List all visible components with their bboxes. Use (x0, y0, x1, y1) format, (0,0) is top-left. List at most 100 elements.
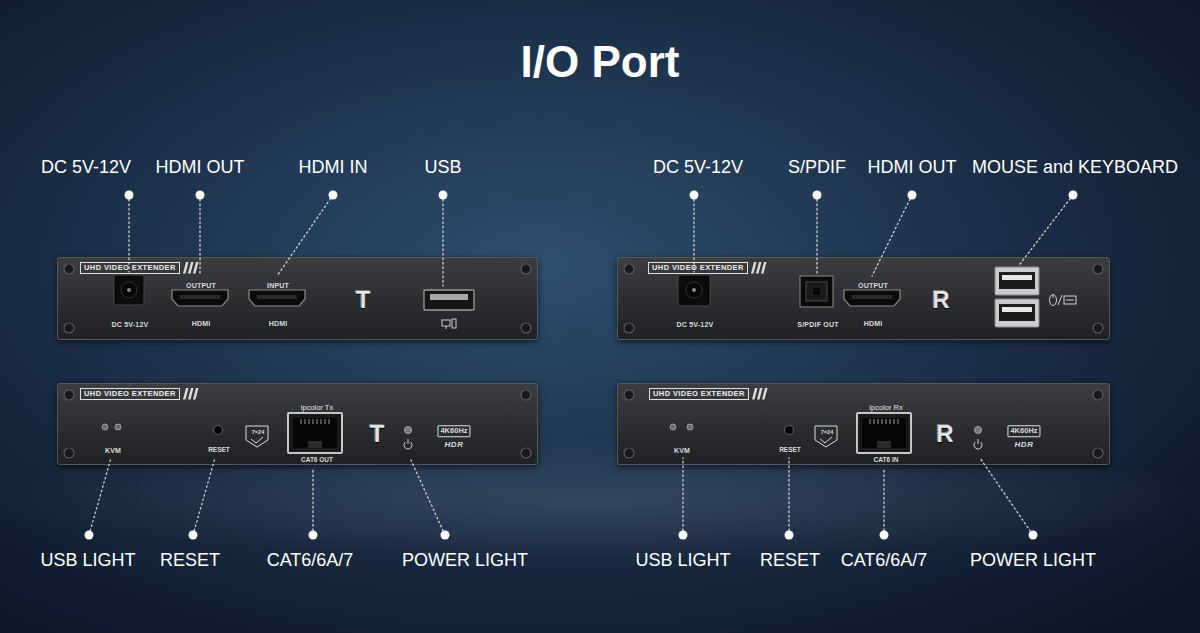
leader-line (1020, 195, 1073, 264)
usb-port-body (995, 267, 1039, 295)
banner-slash (761, 262, 767, 274)
badge-text: 7×24 (252, 430, 264, 436)
brand-banner: UHD VIDEO EXTENDER (648, 262, 748, 274)
unit-letter: R (936, 422, 953, 446)
leader-dot (785, 531, 794, 540)
banner-slash (757, 388, 763, 400)
leader-line (89, 458, 111, 535)
monitor-symbol (442, 320, 450, 326)
tower-symbol (452, 319, 456, 328)
callout-label: S/PDIF (788, 158, 846, 176)
hdmi-port (249, 290, 305, 306)
computer-icon (442, 319, 456, 329)
hdmi-port (172, 290, 228, 306)
callout-label: MOUSE and KEYBOARD (972, 158, 1178, 176)
power-symbol (974, 439, 982, 449)
leader-dot (189, 531, 198, 540)
rj45-hole (862, 418, 906, 448)
leader-line (883, 469, 884, 535)
keyboard-keys (1066, 300, 1074, 301)
led (115, 424, 121, 430)
banner-slash (183, 388, 189, 400)
screw (624, 390, 634, 400)
dc-jack-hole (121, 282, 137, 298)
leader-dot (441, 531, 450, 540)
usb-port (424, 290, 474, 310)
callout-label: HDMI OUT (868, 158, 957, 176)
leader-line (788, 458, 789, 535)
callout-label: USB LIGHT (635, 551, 730, 569)
screw (521, 390, 531, 400)
banner-slash (756, 262, 762, 274)
mouse-symbol (1050, 295, 1057, 306)
banner-slash (193, 262, 199, 274)
spdif-port (800, 276, 833, 307)
leader-dot (690, 191, 699, 200)
screw (624, 323, 634, 333)
banner-slashes (752, 388, 772, 400)
spdif-port-inner (806, 282, 827, 301)
leader-dot (679, 531, 688, 540)
callout-label: USB (424, 158, 461, 176)
hdr-badge: HDR (1015, 441, 1034, 449)
screw (521, 264, 531, 274)
usb-port-tongue (1002, 275, 1032, 280)
leader-line (816, 195, 817, 273)
banner-slashes (751, 262, 771, 274)
power-led (404, 427, 982, 450)
callout-label: CAT6/6A/7 (267, 551, 354, 569)
led (670, 424, 676, 430)
usb-port-slot (999, 272, 1035, 289)
hdr-badge: HDR (445, 441, 464, 449)
unit-letter: T (370, 422, 385, 446)
leader-dot (329, 191, 338, 200)
port-label: DC 5V-12V (677, 321, 714, 328)
screw (1093, 264, 1103, 274)
dc-jack-pin (127, 288, 131, 292)
banner-slash (188, 388, 194, 400)
resolution-badge: 4K60Hz (437, 425, 470, 437)
leader-line (980, 458, 1033, 535)
usb-port-slot (999, 304, 1035, 321)
model-name: ipcolor Tx (301, 404, 333, 412)
usb-port-tongue (1002, 307, 1032, 312)
callout-label: HDMI IN (299, 158, 368, 176)
unit-letter: R (932, 288, 949, 312)
screw (1093, 323, 1103, 333)
leader-line (193, 458, 215, 535)
mouse-button (1053, 295, 1054, 299)
port-label: OUTPUT (186, 282, 216, 289)
port-label: HDMI (192, 320, 211, 327)
hdmi-tongue (180, 295, 892, 299)
leader-dot (439, 191, 448, 200)
led (102, 424, 108, 430)
leader-line (682, 458, 683, 535)
reset-hole (785, 426, 794, 435)
callout-label: DC 5V-12V (653, 158, 743, 176)
dc-jack (114, 275, 144, 305)
rj45-hole (293, 418, 337, 448)
led (405, 427, 412, 434)
usb-port-body (424, 290, 474, 310)
brand-banner: UHD VIDEO EXTENDER (80, 388, 180, 400)
port-label: S/PDIF OUT (797, 321, 838, 328)
leader-dot (908, 191, 917, 200)
dual-usb-port (995, 267, 1039, 327)
dc-jack-body (678, 275, 710, 306)
rj45-latch (877, 441, 891, 448)
callout-label: RESET (760, 551, 820, 569)
leader-line (442, 195, 443, 286)
screw (521, 448, 531, 458)
brand-banner: UHD VIDEO EXTENDER (649, 388, 749, 400)
badge-text: 7×24 (821, 430, 833, 436)
mouse-keyboard-icon (1050, 295, 1077, 306)
port-label: HDMI (269, 320, 288, 327)
screw (64, 264, 74, 274)
leader-dot (880, 531, 889, 540)
model-name: ipcolor Rx (869, 404, 902, 412)
screw (64, 323, 74, 333)
leader-lines (89, 195, 1073, 535)
